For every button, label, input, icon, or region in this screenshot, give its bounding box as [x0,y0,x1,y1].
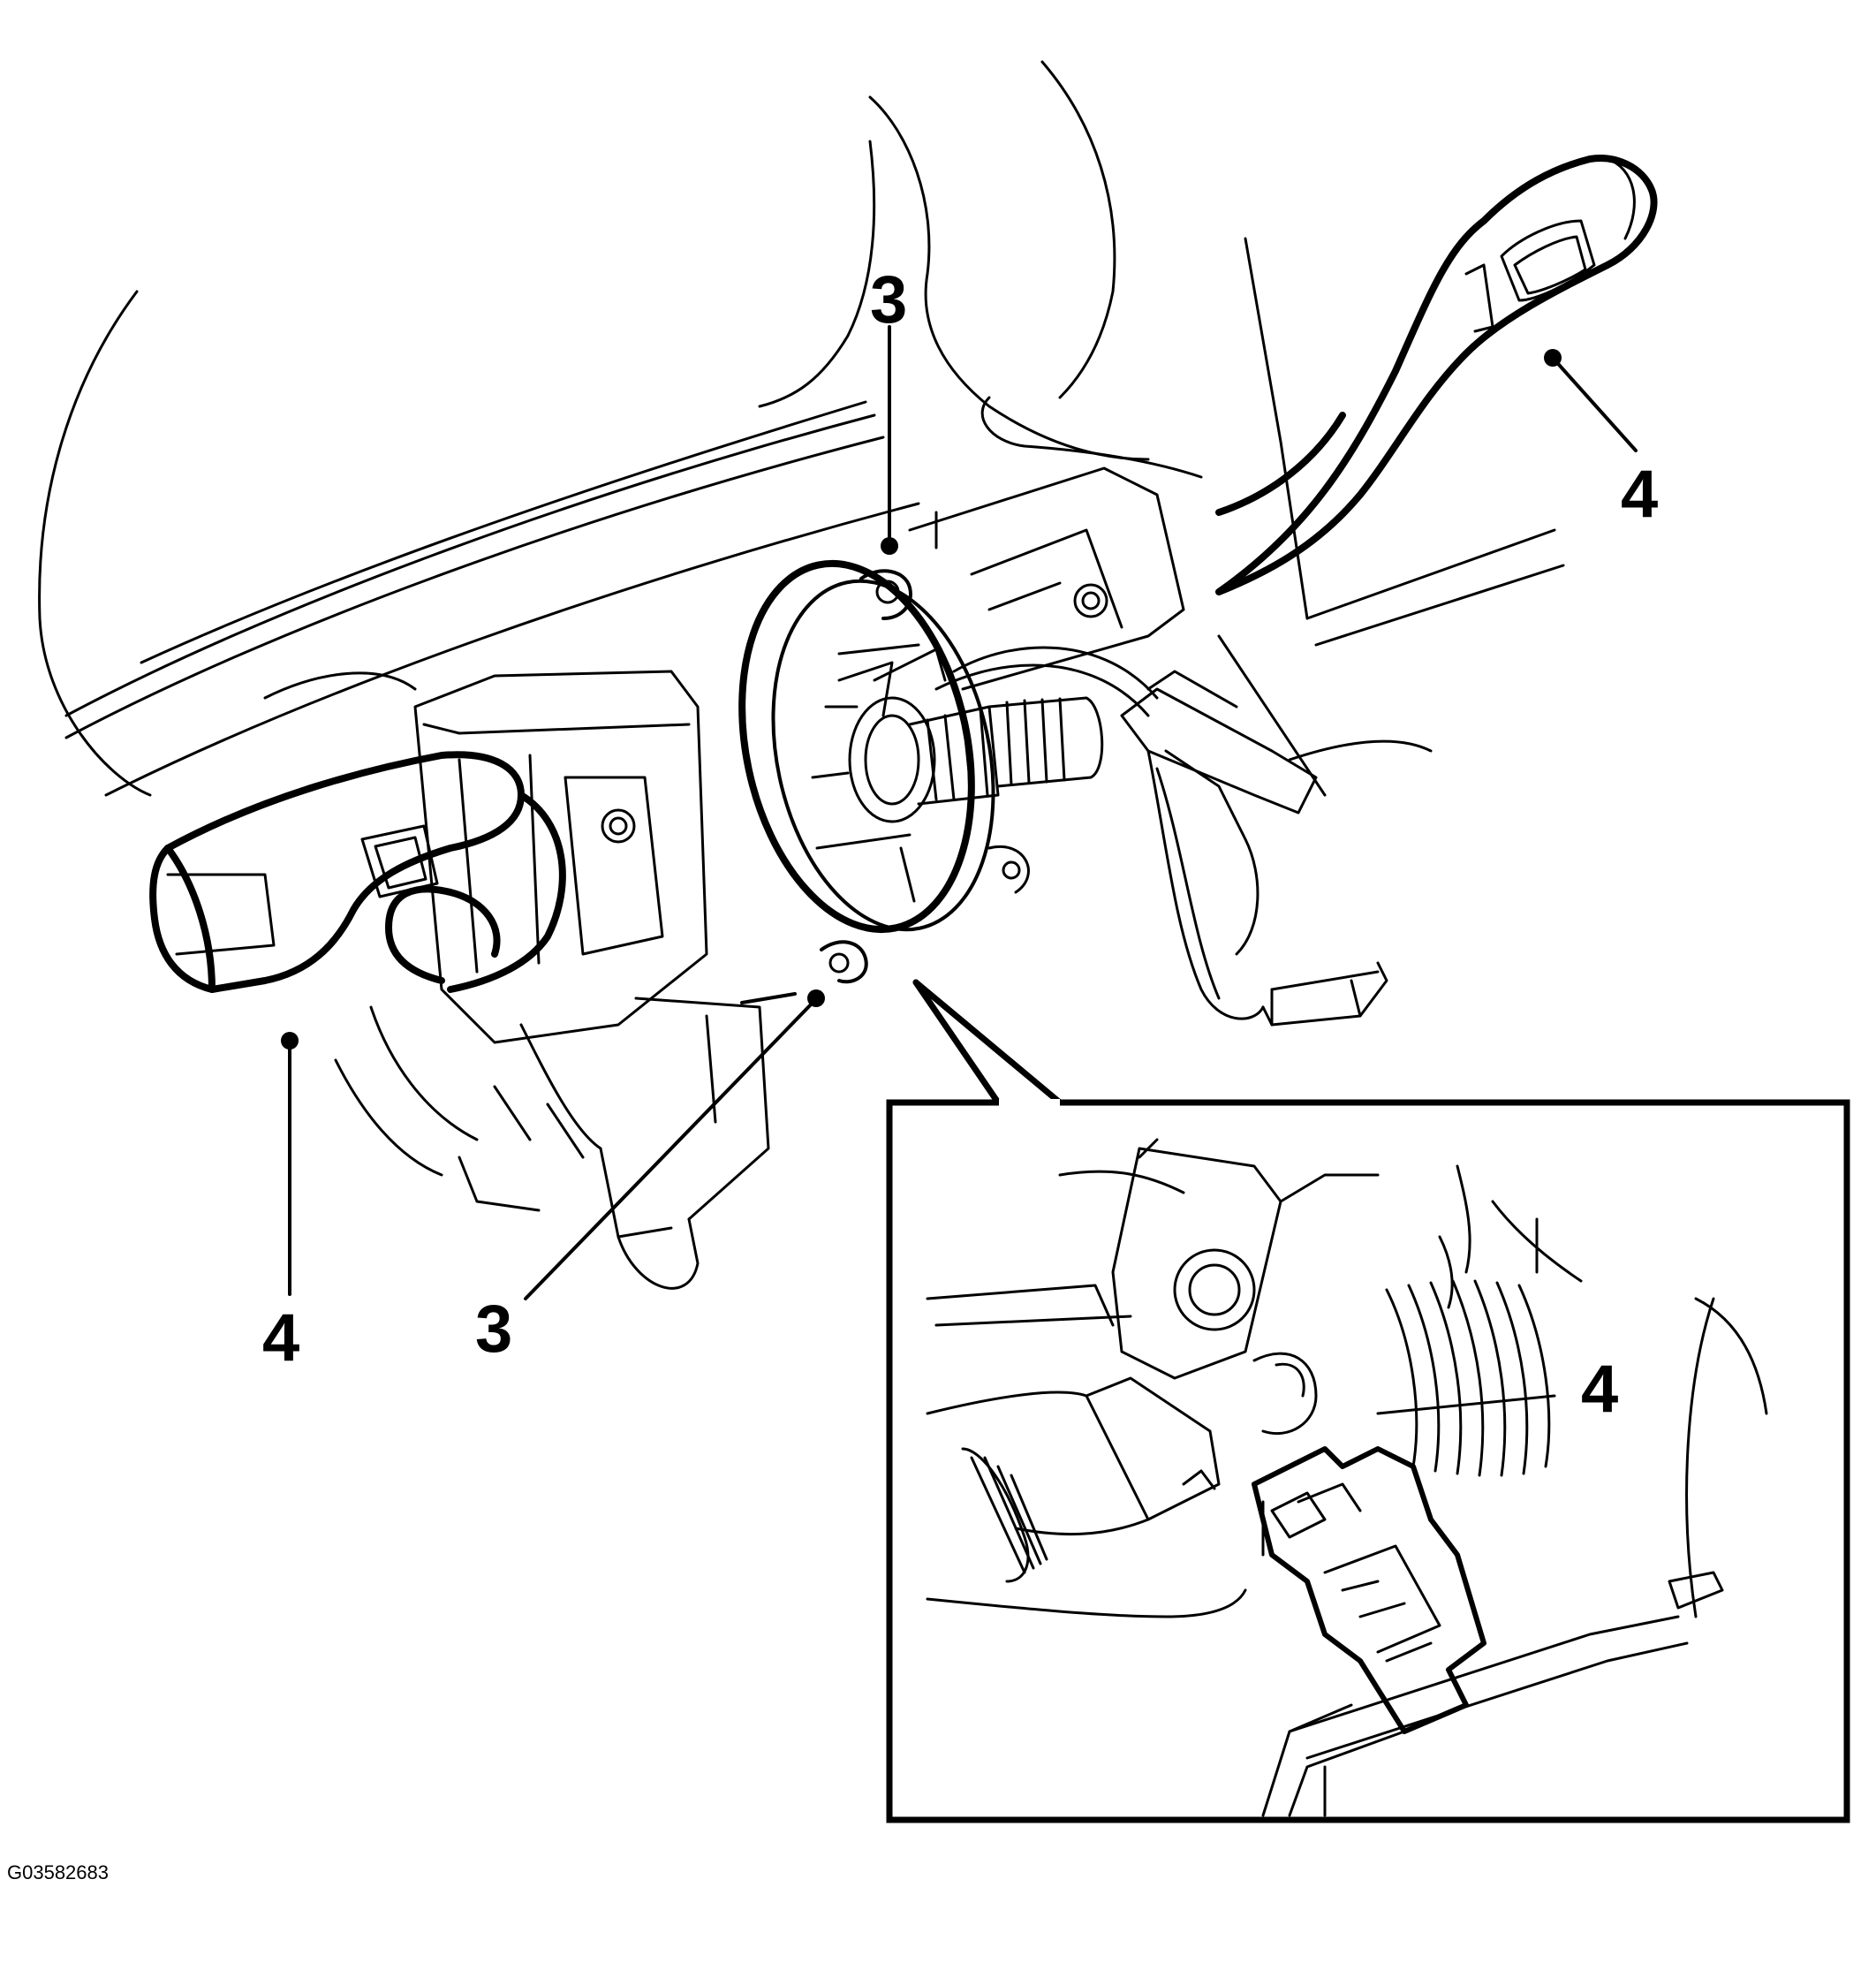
wiper-lever-right [1215,155,1658,595]
callout-3-bottom: 3 [475,1292,512,1367]
clock-spring-disc [738,559,1030,934]
indicator-lever-left [149,751,566,993]
inset-wire-bundle [1376,1279,1556,1477]
callout-labels: 3 4 4 3 4 [262,262,1658,1427]
inset-plug-connector [1252,1446,1486,1817]
callout-4-left: 4 [262,1300,299,1376]
callout-4-right: 4 [1621,457,1658,532]
inset-module-box [1261,1615,1689,1817]
figure-code: G03582683 [7,1861,109,1883]
inset-frame [886,1099,1850,1823]
dashboard-outline [38,60,1565,797]
detail-inset [886,979,1850,1823]
fastener-screws [740,569,912,1004]
steering-shaft [837,648,1104,823]
inset-bracket [926,1138,1768,1618]
callout-4-inset: 4 [1581,1352,1618,1427]
harness-connector [934,646,1388,1027]
upper-switch-module [908,466,1185,691]
column-housing [334,670,770,1290]
callout-3-top: 3 [870,262,907,337]
